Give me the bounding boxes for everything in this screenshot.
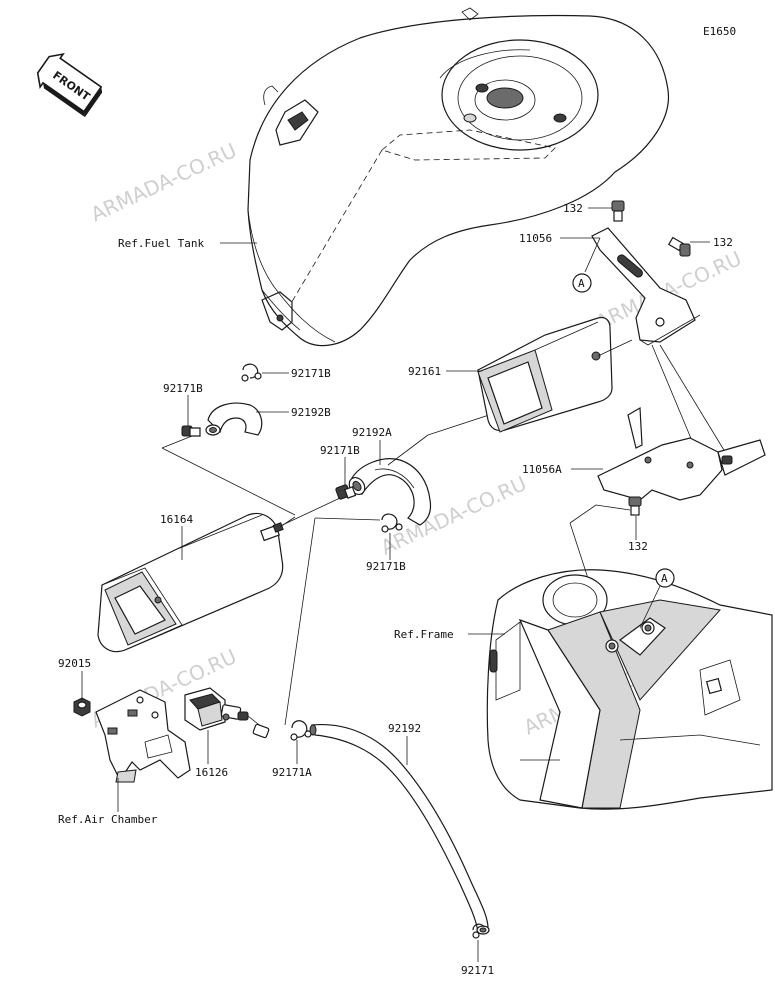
ref-air-chamber: Ref.Air Chamber: [58, 813, 158, 826]
watermark-1: ARMADA-CO.RU: [87, 138, 240, 226]
label-11056a: 11056A: [522, 463, 562, 476]
label-92171b-mid: 92171B: [320, 444, 360, 457]
air-chamber-bracket: [95, 689, 191, 783]
label-92171b-tank: 92171B: [291, 367, 331, 380]
bolt-132-bottom: [628, 496, 642, 516]
svg-text:A: A: [578, 277, 585, 290]
valve-16126: [184, 687, 270, 739]
front-direction-badge: FRONT: [36, 53, 103, 118]
label-92171b-left: 92171B: [163, 382, 203, 395]
clip-92171a: [290, 720, 312, 741]
label-92015: 92015: [58, 657, 91, 670]
hose-92192: [309, 723, 490, 935]
clip-92171b-mid: [335, 484, 357, 500]
bracket-11056a: [597, 406, 766, 501]
fuel-tank: [247, 7, 670, 347]
callout-a-top: A: [572, 273, 592, 293]
label-16126: 16126: [195, 766, 228, 779]
hose-92192b: [205, 402, 263, 436]
label-16164: 16164: [160, 513, 193, 526]
label-132-bottom: 132: [628, 540, 648, 553]
ref-fuel-tank: Ref.Fuel Tank: [118, 237, 204, 250]
watermark-2: ARMADA-CO.RU: [377, 471, 530, 559]
svg-text:A: A: [661, 572, 668, 585]
cover-92161: [477, 316, 633, 433]
label-92192b: 92192B: [291, 406, 331, 419]
clip-92171b-tank: [241, 363, 262, 382]
bolt-132-top: [611, 200, 625, 222]
bracket-11056: [591, 227, 701, 346]
label-92192a: 92192A: [352, 426, 392, 439]
clip-92171b-low: [381, 513, 403, 533]
ref-frame: Ref.Frame: [394, 628, 454, 641]
label-92171: 92171: [461, 964, 494, 977]
label-132-top: 132: [563, 202, 583, 215]
callout-a-bottom: A: [655, 568, 675, 588]
diagram-code: E1650: [703, 25, 736, 38]
hose-92192a: [348, 458, 432, 526]
frame: [486, 569, 773, 810]
clip-92171: [472, 923, 485, 939]
clip-92171b-left: [181, 425, 201, 437]
canister-16164: [97, 512, 296, 653]
label-92161: 92161: [408, 365, 441, 378]
label-92171b-low: 92171B: [366, 560, 406, 573]
label-92171a: 92171A: [272, 766, 312, 779]
label-92192: 92192: [388, 722, 421, 735]
label-11056: 11056: [519, 232, 552, 245]
bolt-132-right: [667, 236, 691, 257]
nut-92015: [73, 697, 91, 717]
label-132-right: 132: [713, 236, 733, 249]
